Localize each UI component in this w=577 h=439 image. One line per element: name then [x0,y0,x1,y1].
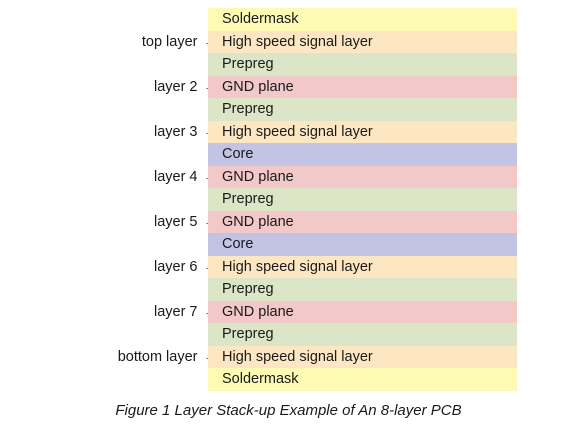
soldermask-band: Soldermask [208,368,517,391]
stack-row: Prepreg [0,188,577,211]
layer-label-text: layer 2 [153,78,198,95]
layer-label: top layer→ [142,31,218,54]
signal-band: High speed signal layer [208,255,517,278]
stack-row: layer 4→GND plane [0,165,577,188]
gnd-band: GND plane [208,210,517,233]
signal-band: High speed signal layer [208,30,517,53]
gnd-band: GND plane [208,75,517,98]
layer-label-text: bottom layer [117,348,198,365]
stack-row: Soldermask [0,8,577,31]
signal-band: High speed signal layer [208,345,517,368]
figure-caption: Figure 1 Layer Stack-up Example of An 8-… [115,402,462,419]
signal-band: High speed signal layer [208,120,517,143]
stack-row: Prepreg [0,323,577,346]
core-band: Core [208,143,517,166]
stack-row: Prepreg [0,278,577,301]
prepreg-band: Prepreg [208,98,517,121]
layer-label: bottom layer→ [118,346,218,369]
stack-row: layer 6→High speed signal layer [0,255,577,278]
layer-label-text: layer 7 [153,303,198,320]
stack-row: layer 7→GND plane [0,300,577,323]
stack-row: layer 2→GND plane [0,75,577,98]
core-band: Core [208,233,517,256]
prepreg-band: Prepreg [208,53,517,76]
layer-label-text: top layer [141,33,198,50]
stack-row: layer 3→High speed signal layer [0,120,577,143]
prepreg-band: Prepreg [208,278,517,301]
layer-label-text: layer 6 [153,258,198,275]
stack-row: Soldermask [0,368,577,391]
gnd-band: GND plane [208,300,517,323]
prepreg-band: Prepreg [208,323,517,346]
layer-label-text: layer 4 [153,168,198,185]
gnd-band: GND plane [208,165,517,188]
layer-label-text: layer 3 [153,123,198,140]
layer-label-text: layer 5 [153,213,198,230]
stack-row: Core [0,233,577,256]
stack-row: Prepreg [0,53,577,76]
stack-row: bottom layer→High speed signal layer [0,345,577,369]
stack-row: layer 5→GND plane [0,210,577,233]
soldermask-band: Soldermask [208,8,517,31]
prepreg-band: Prepreg [208,188,517,211]
stack-row: Prepreg [0,98,577,121]
stack-row: Core [0,143,577,166]
stack-row: top layer→High speed signal layer [0,30,577,54]
